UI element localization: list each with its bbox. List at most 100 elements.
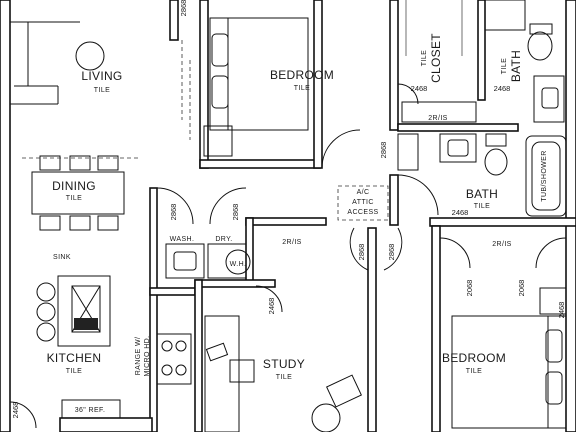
closet-south-wall xyxy=(397,123,519,132)
study-chair xyxy=(229,359,255,383)
bath-linen xyxy=(397,133,419,171)
room-bath-top: BATH xyxy=(509,50,523,82)
water-heater-label: W.H. xyxy=(230,261,247,268)
kitchen-door-swing xyxy=(9,401,37,429)
door-label-d14: 2868 xyxy=(387,244,396,261)
water-heater xyxy=(225,249,251,275)
dishwasher xyxy=(71,285,101,333)
tub-inner xyxy=(531,141,561,211)
living-east-wall-top xyxy=(169,0,179,41)
washer-label: WASH. xyxy=(170,236,195,243)
dryer-label: DRY. xyxy=(215,236,232,243)
room-bedroom-top: BEDROOM xyxy=(270,68,334,82)
washer xyxy=(165,243,205,279)
laundry-south-wall xyxy=(194,279,276,288)
room-bath: BATH xyxy=(466,187,498,201)
study-west-wall xyxy=(194,279,203,432)
dishwasher-base xyxy=(74,318,98,330)
closet-shelf-2 xyxy=(401,101,477,123)
door-label-d13: 2468 xyxy=(557,302,566,319)
door-label-d5: 2868 xyxy=(169,204,178,221)
toilet-tank-top xyxy=(529,23,553,35)
door-label-d9: 2468 xyxy=(267,298,276,315)
micro-label: MICRO HD. xyxy=(144,336,151,377)
bedroom-bottom-west-wall xyxy=(431,225,441,432)
study-round-table xyxy=(311,403,341,432)
room-kitchen: KITCHEN xyxy=(47,351,102,365)
toilet xyxy=(484,148,508,176)
attic-access-outline xyxy=(337,185,389,221)
room-closet: CLOSET xyxy=(429,33,443,83)
dining-chairs xyxy=(39,155,119,231)
tub-label: TUB/SHOWER xyxy=(541,150,548,201)
headboard-top xyxy=(209,17,229,131)
bedroom-south-wall xyxy=(199,159,321,169)
kitchen-study-wall xyxy=(149,287,196,296)
wh-closet-west-wall xyxy=(245,217,254,287)
range xyxy=(156,333,192,385)
west-exterior-wall xyxy=(0,0,11,432)
hall-east-wall xyxy=(389,174,399,226)
study-lamp xyxy=(205,342,229,362)
attic-label-3: ACCESS xyxy=(347,209,378,216)
attic-label-2: ATTIC xyxy=(352,199,374,206)
pillow-top-1 xyxy=(211,33,229,67)
room-kitchen-floor: TILE xyxy=(66,368,82,375)
closet-east-wall xyxy=(477,0,486,101)
room-study-floor: TILE xyxy=(276,374,292,381)
room-dining-floor: TILE xyxy=(66,195,82,202)
bath-top-sink xyxy=(541,87,559,109)
pillow-bottom-1 xyxy=(545,329,563,363)
room-living: LIVING xyxy=(81,69,122,83)
sectional-sofa xyxy=(9,21,80,105)
side-table xyxy=(75,41,105,71)
room-bath-floor: TILE xyxy=(474,203,490,210)
pillow-bottom-2 xyxy=(545,371,563,405)
attic-label-1: A/C xyxy=(357,189,370,196)
bedroom-door-swing xyxy=(321,129,361,169)
room-dining: DINING xyxy=(52,179,96,193)
shelf-label-1: 2R/IS xyxy=(428,115,448,122)
kitchen-east-wall xyxy=(149,187,158,432)
closet-floor: TILE xyxy=(421,50,428,66)
door-label-d8: 2468 xyxy=(452,208,469,217)
kitchen-south-wall xyxy=(59,417,153,432)
bath-top-vanity xyxy=(484,0,526,31)
room-bedroom-bottom: BEDROOM xyxy=(442,351,506,365)
shelf-label-3: 2R/IS xyxy=(492,241,512,248)
room-living-floor: TILE xyxy=(94,87,110,94)
door-label-d10: 2068 xyxy=(465,280,474,297)
wh-closet-top-wall xyxy=(245,217,327,226)
toilet-top xyxy=(527,31,553,61)
kitchen-island xyxy=(57,275,111,347)
room-bedroom-top-floor: TILE xyxy=(294,85,310,92)
study-desk xyxy=(204,315,240,432)
door-label-d2: 2468 xyxy=(494,84,511,93)
east-exterior-wall xyxy=(565,0,576,432)
study-armchair xyxy=(325,374,363,408)
range-burners xyxy=(161,340,187,376)
dining-table xyxy=(31,171,125,215)
door-label-d12: 2468 xyxy=(11,402,20,419)
bar-stools xyxy=(36,282,56,342)
bath-top-floor: TILE xyxy=(501,58,508,74)
bath-sink xyxy=(447,139,469,157)
door-label-d7: 2868 xyxy=(357,244,366,261)
bedroom-east-wall xyxy=(313,0,323,169)
closet-west-wall xyxy=(389,0,399,131)
door-label-d11: 2068 xyxy=(517,280,526,297)
door-label-d3: 2868 xyxy=(179,0,188,16)
refrigerator xyxy=(61,399,121,419)
room-study: STUDY xyxy=(263,357,305,371)
dryer xyxy=(207,243,247,279)
room-bedroom-bottom-floor: TILE xyxy=(466,368,482,375)
range-label: RANGE W/ xyxy=(135,337,142,376)
door-label-d4: 2868 xyxy=(379,142,388,159)
bath-top-sink-counter xyxy=(533,75,565,123)
pillow-top-2 xyxy=(211,75,229,109)
door-label-d6: 2868 xyxy=(231,204,240,221)
washer-drum xyxy=(173,251,197,271)
bath-south-wall xyxy=(429,217,576,227)
ref-label: 36" REF. xyxy=(75,407,106,414)
